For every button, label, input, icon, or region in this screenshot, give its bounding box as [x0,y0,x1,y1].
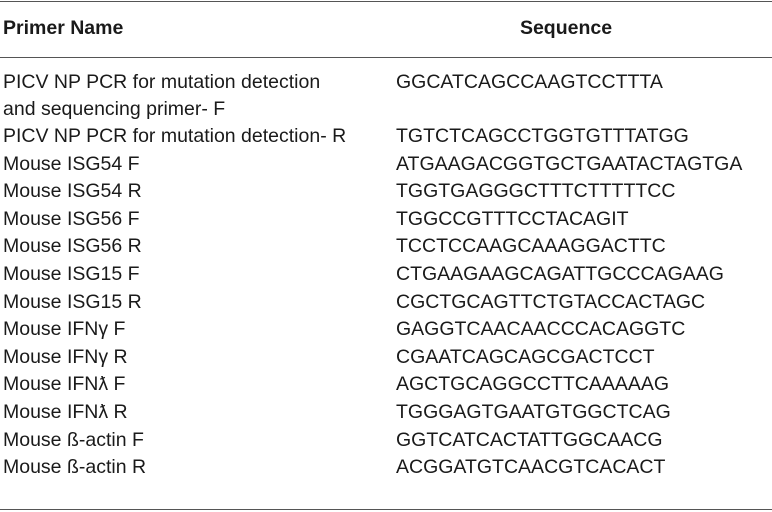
primer-name-cell: Mouse ISG15 R [3,290,142,313]
table-row: Mouse ISG54 R TGGTGAGGGCTTTCTTTTTCC [0,178,772,206]
primer-name-cell: Mouse ISG54 R [3,180,142,203]
sequence-cell: GGTCATCACTATTGGCAACG [396,428,663,451]
sequence-cell: TGTCTCAGCCTGGTGTTTATGG [396,125,689,147]
sequence-cell: TGGGAGTGAATGTGGCTCAG [396,400,671,423]
primer-name-cell: Mouse IFNƛ R [3,400,128,423]
table-row: Mouse ISG54 F ATGAAGACGGTGCTGAATACTAGTGA [0,151,772,179]
primer-table: Primer Name Sequence PICV NP PCR for mut… [0,0,772,482]
primer-name-cell: PICV NP PCR for mutation detection- R [3,125,347,147]
table-row: Mouse ISG15 R CGCTGCAGTTCTGTACCACTAGC [0,289,772,317]
table-header-row: Primer Name Sequence [0,0,772,57]
sequence-cell: GAGGTCAACAACCCACAGGTC [396,318,686,341]
sequence-cell: TCCTCCAAGCAAAGGACTTC [396,235,666,258]
sequence-cell: AGCTGCAGGCCTTCAAAAAG [396,373,670,396]
table-row: Mouse ß-actin R ACGGATGTCAACGTCACACT [0,454,772,482]
sequence-cell: GGCATCAGCCAAGTCCTTTA [396,71,663,93]
sequence-cell: TGGCCGTTTCCTACAGIT [396,207,629,230]
table-row: Mouse IFNƛ F AGCTGCAGGCCTTCAAAAAG [0,371,772,399]
primer-name-cell: Mouse ISG56 F [3,207,140,230]
table-row: Mouse IFNγ R CGAATCAGCAGCGACTCCT [0,344,772,372]
sequence-cell: ATGAAGACGGTGCTGAATACTAGTGA [396,152,743,175]
primer-name-cell: Mouse IFNƛ F [3,373,126,396]
primer-name-cell: Mouse ß-actin R [3,456,147,479]
sequence-cell: ACGGATGTCAACGTCACACT [396,456,666,479]
sequence-cell: CGCTGCAGTTCTGTACCACTAGC [396,290,706,313]
table-top-rule [0,1,772,2]
sequence-cell: CGAATCAGCAGCGACTCCT [396,345,655,368]
table-row: Mouse IFNƛ R TGGGAGTGAATGTGGCTCAG [0,399,772,427]
primer-name-cell: Mouse IFNγ F [3,318,126,341]
table-row: Mouse ISG15 F CTGAAGAAGCAGATTGCCCAGAAG [0,261,772,289]
table-row: Mouse ISG56 F TGGCCGTTTCCTACAGIT [0,206,772,234]
table-row: PICV NP PCR for mutation detection- R TG… [0,123,772,151]
primer-name-cell: Mouse ISG56 R [3,235,142,258]
table-bottom-rule [0,509,772,510]
primer-name-cell: Mouse ISG54 F [3,152,140,175]
table-row: Mouse ISG56 R TCCTCCAAGCAAAGGACTTC [0,233,772,261]
sequence-cell: TGGTGAGGGCTTTCTTTTTCC [396,180,676,203]
primer-name-cell: Mouse ß-actin F [3,428,144,451]
column-header-sequence: Sequence [519,17,613,39]
primer-name-cell: PICV NP PCR for mutation detection and s… [3,71,321,120]
column-header-primer-name: Primer Name [3,17,124,39]
table-header-rule [0,57,772,58]
table-row: Mouse IFNγ F GAGGTCAACAACCCACAGGTC [0,316,772,344]
primer-name-cell: Mouse IFNγ R [3,345,128,368]
sequence-cell: CTGAAGAAGCAGATTGCCCAGAAG [396,262,724,285]
table-row: Mouse ß-actin F GGTCATCACTATTGGCAACG [0,427,772,455]
primer-name-cell: Mouse ISG15 F [3,262,140,285]
table-row: PICV NP PCR for mutation detection and s… [0,57,772,123]
